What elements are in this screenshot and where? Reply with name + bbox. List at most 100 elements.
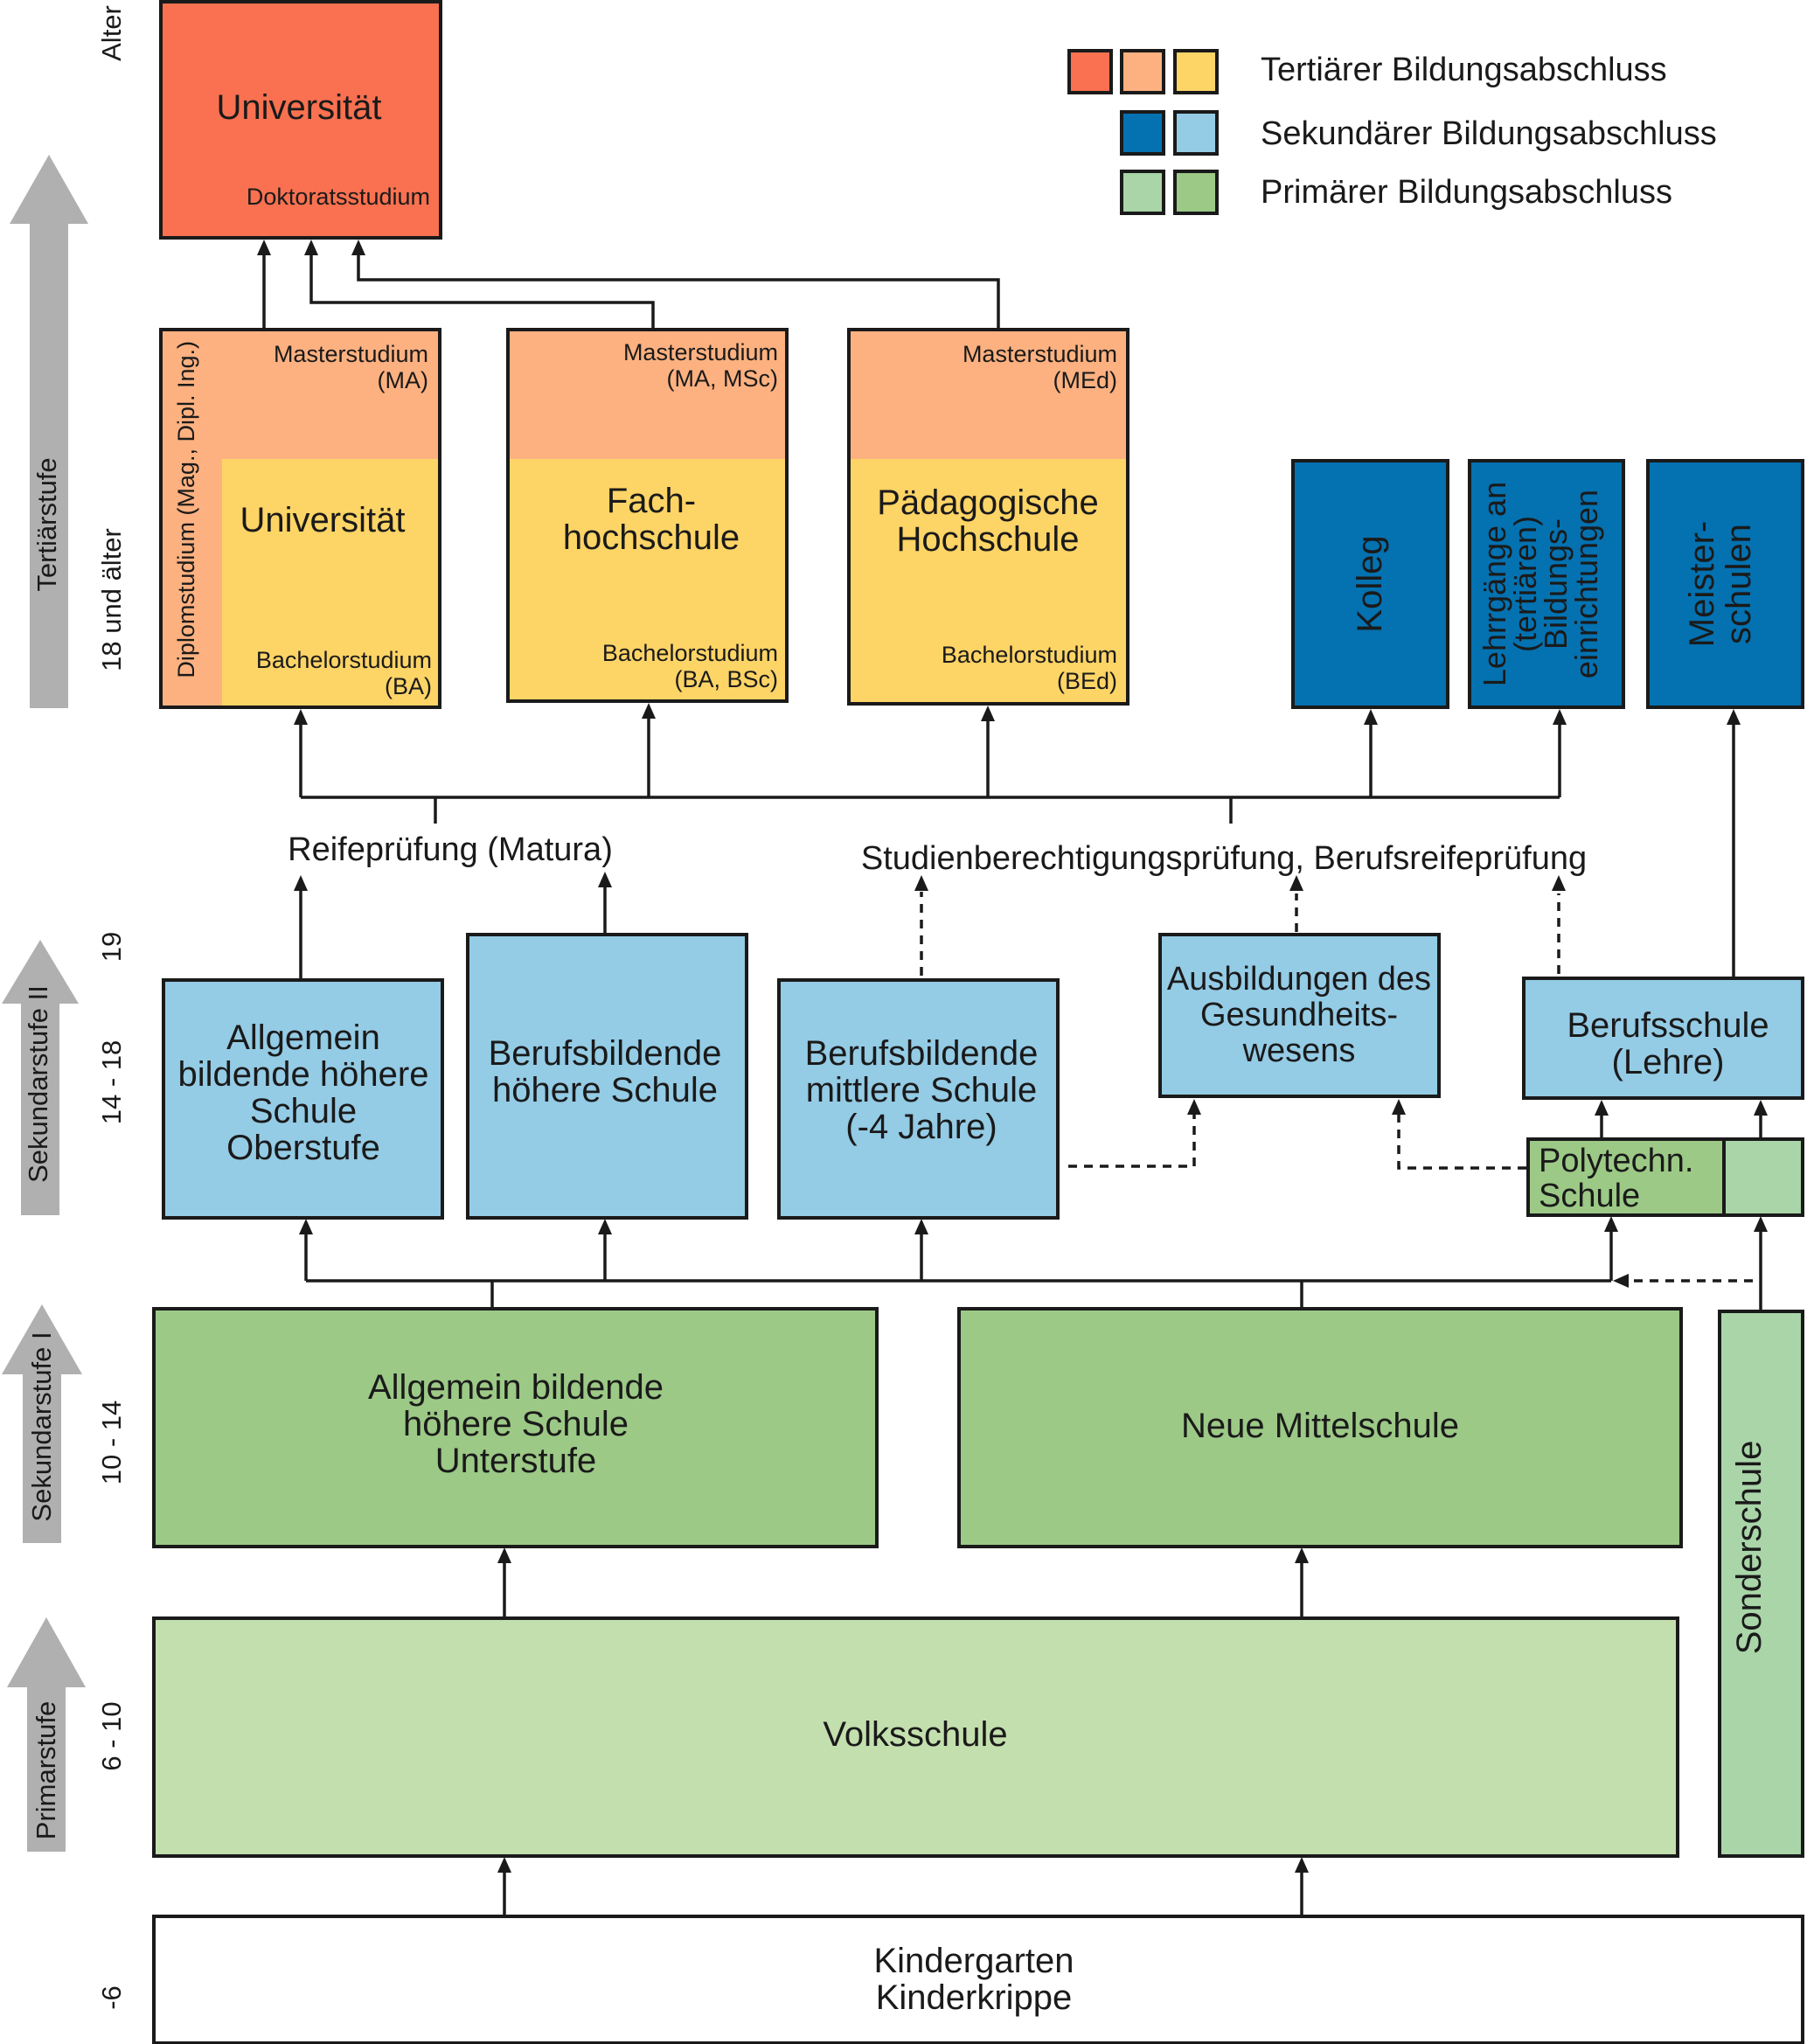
lehrgaenge-line4: einrichtungen [1568,490,1604,678]
paedagogische-hochschule-master-line1: Masterstudium [963,341,1117,367]
berufsschule-line1: Berufsschule [1567,1006,1769,1045]
legend-swatch-primary-light [1120,170,1165,215]
lehrgaenge-line2: (tertiären) [1507,516,1543,652]
universitaet-bachelor-line1: Bachelorstudium [256,647,432,673]
paedagogische-hochschule-title-line1: Pädagogische [877,483,1099,522]
universitaet-bachelor-line2: (BA) [385,673,432,699]
ahs-unterstufe-line3: Unterstufe [435,1442,597,1480]
fachhochschule-title-line1: Fach- [607,482,696,520]
ahs-oberstufe-line1: Allgemein [226,1019,380,1057]
fachhochschule-bachelor-line2: (BA, BSc) [674,666,778,692]
ahs-oberstufe-line3: Schule [250,1092,357,1130]
gesundheit-bg [1158,933,1441,1098]
label-matura: Reifeprüfung (Matura) [288,831,613,868]
stage-arrow-primary-shape [7,1617,86,1852]
fachhochschule-master-line1: Masterstudium [623,339,778,365]
connectors [262,254,1762,1916]
stage-arrow-primary: Primarstufe [7,1617,86,1852]
neue-mittelschule-label: Neue Mittelschule [1181,1407,1459,1445]
volksschule-bg [152,1616,1679,1858]
berufsschule-line2: (Lehre) [1612,1043,1725,1081]
gesundheit-line2: Gesundheits- [1200,997,1398,1033]
box-meisterschulen: Meister- schulen [1646,459,1804,709]
meisterschulen-line1: Meister- [1683,521,1721,647]
lehrgaenge-line1: Lehrrgänge an [1477,482,1512,686]
box-polytechnische-schule: Polytechn. Schule [1526,1137,1804,1217]
box-universitaet-doktorat-bg [159,0,442,240]
universitaet-diplom-label: Diplomstudium (Mag., Dipl. Ing.) [173,341,199,678]
box-neue-mittelschule: Neue Mittelschule [957,1307,1683,1548]
paedagogische-hochschule-master-bg [849,330,1128,459]
berufsschule-bg [1522,977,1804,1100]
polytechnische-schule-bg [1526,1137,1726,1217]
box-berufsschule: Berufsschule (Lehre) [1522,977,1804,1100]
polytechnische-schule-line1: Polytechn. [1539,1143,1693,1179]
age-label-14-18: 14 - 18 [96,1040,127,1125]
age-label-19: 19 [96,932,127,962]
universitaet-diplom-bg [161,330,222,707]
meisterschulen-line2: schulen [1720,524,1758,644]
ahs-oberstufe-bg [162,978,444,1220]
stage-arrow-tertiary-shape [10,155,88,708]
stage-label-tertiary: Tertiärstufe [31,457,62,591]
sonderschule-label: Sonderschule [1730,1441,1769,1655]
ahs-unterstufe-line1: Allgemein bildende [368,1368,664,1407]
box-ahs-unterstufe: Allgemein bildende höhere Schule Unterst… [152,1307,879,1548]
stage-label-secondary1: Sekundarstufe I [26,1331,57,1521]
box-universitaet: Masterstudium (MA) Universität Bachelors… [159,328,441,709]
universitaet-doktorat-title: Universität [217,88,382,127]
volksschule-label: Volksschule [823,1715,1007,1754]
fachhochschule-frame [506,328,789,703]
ahs-unterstufe-line2: höhere Schule [403,1405,629,1443]
kolleg-bg [1291,459,1449,709]
box-kolleg: Kolleg [1291,459,1449,709]
bhs-line1: Berufsbildende [489,1034,722,1073]
legend-swatch-tertiary-light [1173,49,1219,94]
bms-line3: (-4 Jahre) [845,1108,997,1146]
age-label-6-10: 6 - 10 [96,1701,127,1770]
universitaet-doktorat-sub: Doktoratsstudium [247,184,430,210]
label-studienberechtigung: Studienberechtigungsprüfung, Berufsreife… [861,840,1587,877]
age-label-6: -6 [96,1985,127,2010]
paedagogische-hochschule-frame [847,328,1129,706]
box-gesundheit: Ausbildungen des Gesundheits- wesens [1158,933,1441,1098]
box-fachhochschule: Masterstudium (MA, MSc) Fach- hochschule… [506,328,789,703]
universitaet-master-line1: Masterstudium [274,341,428,367]
paedagogische-hochschule-bachelor-bg [849,459,1128,704]
neue-mittelschule-bg [957,1307,1683,1548]
kindergarten-bg [152,1915,1804,2044]
box-bms: Berufsbildende mittlere Schule (-4 Jahre… [777,978,1060,1220]
gesundheit-line1: Ausbildungen des [1167,961,1431,998]
bms-line2: mittlere Schule [806,1071,1038,1109]
stage-arrow-tertiary: Tertiärstufe [10,155,88,708]
stage-arrow-secondary2: Sekundarstufe II [2,940,79,1215]
box-universitaet-doktorat: Universität Doktoratsstudium [159,0,442,240]
kindergarten-line1: Kindergarten [873,1942,1074,1980]
polytechnische-schule-line2: Schule [1539,1178,1640,1214]
bms-line1: Berufsbildende [805,1034,1039,1073]
legend-label-primary: Primärer Bildungsabschluss [1261,174,1672,211]
fachhochschule-master-bg [508,330,787,459]
legend-label-secondary: Sekundärer Bildungsabschluss [1261,115,1717,152]
age-label-alter: Alter [96,5,127,61]
paedagogische-hochschule-title-line2: Hochschule [896,520,1079,559]
box-sonderschule: Sonderschule [1718,1310,1804,1858]
stage-arrow-secondary1-shape [2,1304,82,1543]
legend: Tertiärer Bildungsabschluss Sekundärer B… [1067,49,1717,215]
gesundheit-line3: wesens [1242,1032,1356,1069]
kolleg-label: Kolleg [1351,535,1389,632]
stage-label-primary: Primarstufe [31,1701,61,1839]
fachhochschule-master-line2: (MA, MSc) [667,365,779,392]
box-kindergarten: Kindergarten Kinderkrippe [152,1915,1804,2044]
kindergarten-line2: Kinderkrippe [876,1978,1073,2017]
meisterschulen-bg [1646,459,1804,709]
legend-swatch-tertiary-dark [1067,49,1113,94]
universitaet-frame [159,328,441,709]
universitaet-master-line2: (MA) [378,367,428,393]
box-paedagogische-hochschule: Masterstudium (MEd) Pädagogische Hochsch… [847,328,1129,706]
age-label-10-14: 10 - 14 [96,1401,127,1485]
universitaet-bachelor-bg [222,459,440,707]
fachhochschule-title-line2: hochschule [563,518,740,557]
ahs-oberstufe-line4: Oberstufe [226,1129,380,1167]
